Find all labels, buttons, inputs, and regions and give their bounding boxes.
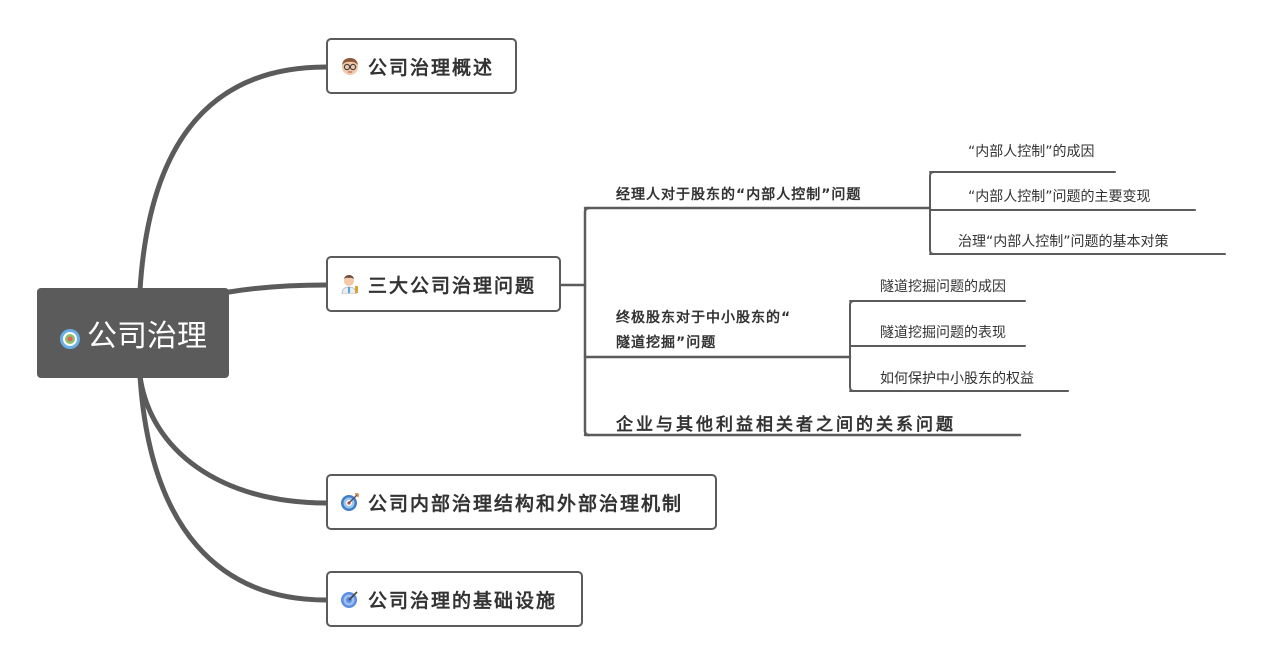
leaf-item[interactable]: “内部人控制”的成因 (968, 144, 1095, 160)
root-node[interactable]: 公司治理 (37, 288, 229, 378)
dart-target-blue-icon (340, 589, 360, 609)
branch-label: 公司治理的基础设施 (368, 589, 558, 612)
connector-branch-3 (137, 373, 329, 506)
sub-topic-line: 隧道挖掘”问题 (616, 335, 717, 351)
branch-infrastructure[interactable]: 公司治理的基础设施 (326, 571, 583, 627)
connector-branch-2 (226, 282, 329, 295)
leaf-item[interactable]: 治理“内部人控制”问题的基本对策 (958, 234, 1169, 250)
leaf-item[interactable]: 隧道挖掘问题的成因 (880, 279, 1006, 295)
sub-topic-line: 终极股东对于中小股东的“ (616, 310, 792, 326)
root-label: 公司治理 (87, 319, 207, 354)
target-icon (59, 323, 80, 349)
leaf-item[interactable]: 隧道挖掘问题的表现 (880, 325, 1006, 341)
dart-target-icon (340, 492, 360, 512)
branch-label: 公司治理概述 (368, 56, 495, 79)
face-glasses-icon (340, 56, 360, 76)
connector-leaf-trunk-1 (929, 171, 935, 255)
leaf-item[interactable]: “内部人控制”问题的主要变现 (968, 189, 1151, 205)
sub-topic-insider-control[interactable]: 经理人对于股东的“内部人控制”问题 (616, 187, 862, 203)
doctor-icon (340, 274, 360, 295)
branch-three-problems[interactable]: 三大公司治理问题 (326, 256, 561, 312)
sub-topic-stakeholders[interactable]: 企业与其他利益相关者之间的关系问题 (616, 415, 956, 435)
branch-governance-structure[interactable]: 公司内部治理结构和外部治理机制 (326, 474, 717, 530)
leaf-item[interactable]: 如何保护中小股东的权益 (880, 371, 1034, 387)
connector-branch-1 (137, 64, 329, 293)
branch-label: 公司内部治理结构和外部治理机制 (368, 492, 684, 515)
branch-overview[interactable]: 公司治理概述 (326, 38, 517, 94)
branch-label: 三大公司治理问题 (368, 274, 537, 297)
sub-topic-tunneling[interactable]: 终极股东对于中小股东的“ 隧道挖掘”问题 (616, 306, 791, 356)
connector-sub-trunk (583, 206, 591, 437)
connector-branch-4 (137, 373, 329, 603)
